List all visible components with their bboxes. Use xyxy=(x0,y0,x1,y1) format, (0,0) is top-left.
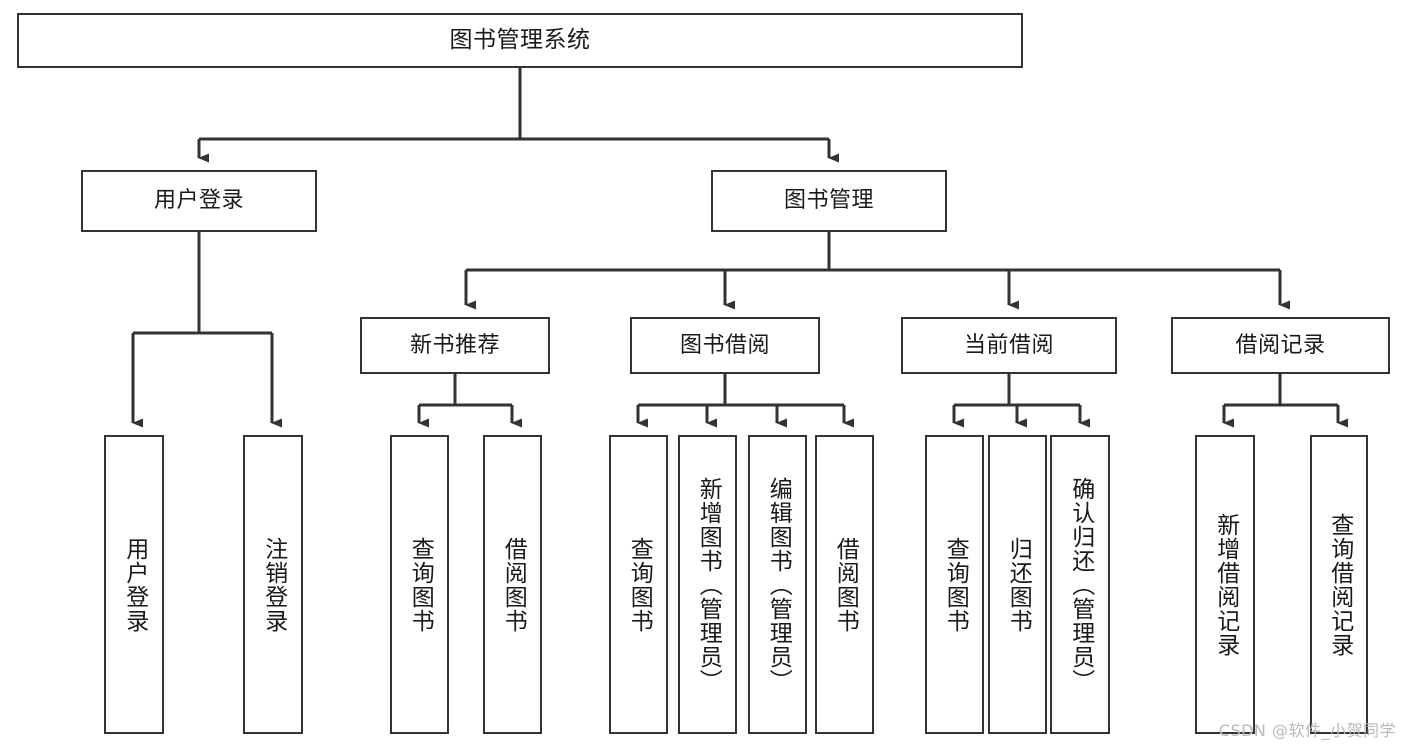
node-label: 新增借阅记录 xyxy=(1212,512,1239,657)
node-label: 用户登录 xyxy=(121,536,148,633)
node-label: 查询图书 xyxy=(942,536,969,633)
leaf-add-borrow-record[interactable]: 新增借阅记录 xyxy=(1195,435,1255,734)
leaf-return-book[interactable]: 归还图书 xyxy=(988,435,1047,734)
node-label: 借阅记录 xyxy=(1235,332,1326,358)
leaf-query-book-borrow[interactable]: 查询图书 xyxy=(609,435,668,734)
node-label: 编辑图书（管理员） xyxy=(765,476,792,693)
leaf-query-book-recommend[interactable]: 查询图书 xyxy=(390,435,449,734)
node-label: 图书借阅 xyxy=(679,332,770,358)
leaf-edit-book-admin[interactable]: 编辑图书（管理员） xyxy=(748,435,807,734)
node-label: 归还图书 xyxy=(1005,536,1032,633)
node-label: 当前借阅 xyxy=(963,332,1054,358)
node-root-system[interactable]: 图书管理系统 xyxy=(17,13,1023,68)
leaf-borrow-book-recommend[interactable]: 借阅图书 xyxy=(483,435,542,734)
leaf-add-book-admin[interactable]: 新增图书（管理员） xyxy=(678,435,737,734)
node-label: 借阅图书 xyxy=(500,536,527,633)
node-label: 确认归还（管理员） xyxy=(1067,476,1094,693)
leaf-confirm-return-admin[interactable]: 确认归还（管理员） xyxy=(1050,435,1110,734)
node-label: 查询图书 xyxy=(407,536,434,633)
node-label: 图书管理 xyxy=(783,188,874,214)
node-label: 新书推荐 xyxy=(409,332,500,358)
watermark-csdn: CSDN @软件_小贺同学 xyxy=(1218,721,1396,740)
leaf-query-borrow-record[interactable]: 查询借阅记录 xyxy=(1310,435,1368,734)
node-label: 注销登录 xyxy=(260,536,287,633)
node-label: 新增图书（管理员） xyxy=(695,476,722,693)
node-user-login[interactable]: 用户登录 xyxy=(81,170,317,232)
leaf-logout-login[interactable]: 注销登录 xyxy=(243,435,303,734)
node-book-borrow[interactable]: 图书借阅 xyxy=(630,317,820,374)
node-label: 用户登录 xyxy=(153,188,244,214)
node-label: 查询借阅记录 xyxy=(1326,512,1353,657)
node-label: 图书管理系统 xyxy=(449,26,591,53)
node-new-book-recommend[interactable]: 新书推荐 xyxy=(360,317,550,374)
leaf-query-book-current[interactable]: 查询图书 xyxy=(925,435,984,734)
node-label: 查询图书 xyxy=(626,536,653,633)
node-label: 借阅图书 xyxy=(832,536,859,633)
node-book-management[interactable]: 图书管理 xyxy=(711,170,947,232)
node-borrow-record[interactable]: 借阅记录 xyxy=(1171,317,1390,374)
leaf-user-login[interactable]: 用户登录 xyxy=(104,435,164,734)
node-current-borrow[interactable]: 当前借阅 xyxy=(901,317,1117,374)
leaf-borrow-book[interactable]: 借阅图书 xyxy=(815,435,874,734)
